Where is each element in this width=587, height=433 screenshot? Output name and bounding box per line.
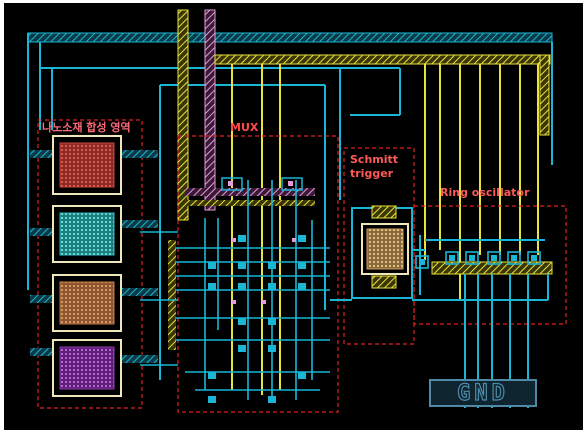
gnd-label: GND (457, 381, 509, 406)
pad-orange-group (52, 274, 122, 332)
pad-cyan-group (52, 205, 122, 263)
schmitt-label-line2: trigger (350, 167, 394, 180)
schmitt-label-line1: Schmitt (350, 153, 398, 166)
pad-red-group (52, 135, 122, 195)
nano-region-label: 나노소재 합성 영역 (42, 120, 131, 134)
mux-region (140, 135, 339, 413)
yellow-bus (177, 9, 551, 221)
pad-purple-group (52, 339, 122, 397)
nano-region (30, 119, 158, 409)
mux-region-outline (177, 135, 339, 413)
mux-region-label: MUX (230, 121, 259, 134)
ring-region (412, 205, 567, 408)
nano-region-outline (37, 119, 143, 409)
gnd-pad: GND (429, 379, 537, 407)
ring-region-label: Ring oscillator (440, 186, 530, 199)
ring-region-outline (413, 205, 567, 325)
